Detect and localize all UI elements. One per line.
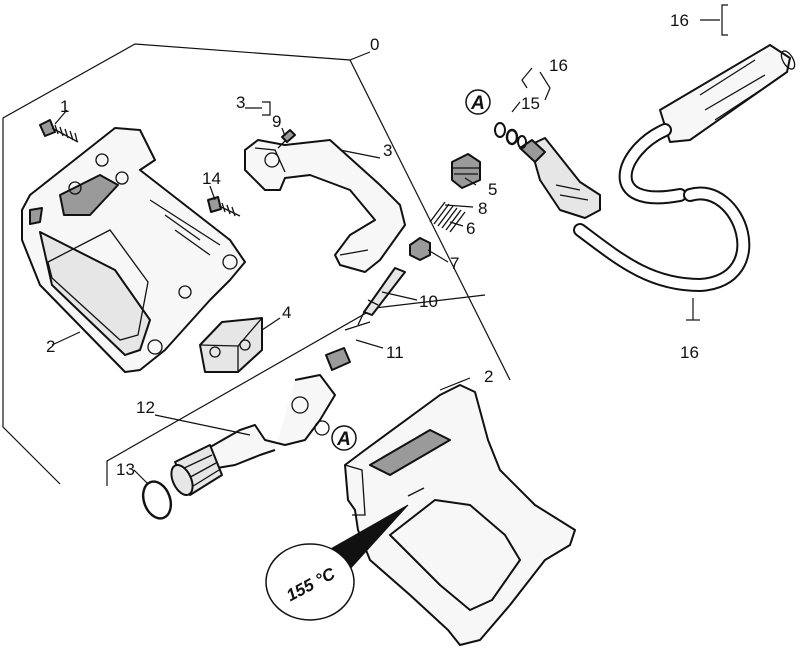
label-9: 9 xyxy=(272,112,281,131)
badge-a-top: A xyxy=(465,89,491,115)
label-2-left: 2 xyxy=(46,337,55,356)
badge-a-bottom-letter: A xyxy=(336,429,351,450)
handle-frame-part xyxy=(21,127,246,373)
label-15: 15 xyxy=(521,94,540,113)
badge-a-bottom: A xyxy=(331,425,357,451)
label-3-right: 3 xyxy=(383,141,392,160)
label-12: 12 xyxy=(136,398,155,417)
label-5: 5 xyxy=(488,180,497,199)
temperature-callout: 155 °C xyxy=(265,504,409,621)
screw-part-14 xyxy=(207,196,241,217)
valve-pin-part-10 xyxy=(357,267,406,326)
pin-part-9 xyxy=(277,129,296,149)
label-10: 10 xyxy=(419,292,438,311)
block-part-4 xyxy=(199,317,263,373)
label-8: 8 xyxy=(478,199,487,218)
trigger-lever-part xyxy=(244,139,406,273)
label-14: 14 xyxy=(202,169,221,188)
label-3-left: 3 xyxy=(236,93,245,112)
label-16-bottom: 16 xyxy=(680,343,699,362)
label-11: 11 xyxy=(386,343,404,362)
label-2-right: 2 xyxy=(484,367,493,386)
plug-part-5 xyxy=(451,153,481,189)
callout-numbers: 0 1 2 2 3 3 4 5 6 7 8 9 10 11 12 13 14 1… xyxy=(46,11,699,479)
label-7: 7 xyxy=(450,254,459,273)
screw-part-1 xyxy=(39,119,79,143)
valve-body-part-12 xyxy=(170,374,336,496)
o-ring-part-15 xyxy=(494,122,527,149)
label-6: 6 xyxy=(466,219,475,238)
gun-housing-part xyxy=(344,384,576,646)
o-ring-part-13 xyxy=(141,480,173,520)
label-0: 0 xyxy=(370,35,379,54)
badge-a-top-letter: A xyxy=(470,93,485,114)
label-1: 1 xyxy=(60,97,69,116)
label-4: 4 xyxy=(282,303,291,322)
hose-part-16 xyxy=(519,44,796,293)
leader-lines xyxy=(51,4,728,485)
ring-part-11 xyxy=(325,347,351,371)
label-16-top: 16 xyxy=(670,11,689,30)
assembly-outline xyxy=(2,43,511,486)
spring-part-6 xyxy=(429,201,466,233)
label-16-middle: 16 xyxy=(549,56,568,75)
valve-seat-part-7 xyxy=(409,237,431,261)
label-13: 13 xyxy=(116,460,135,479)
